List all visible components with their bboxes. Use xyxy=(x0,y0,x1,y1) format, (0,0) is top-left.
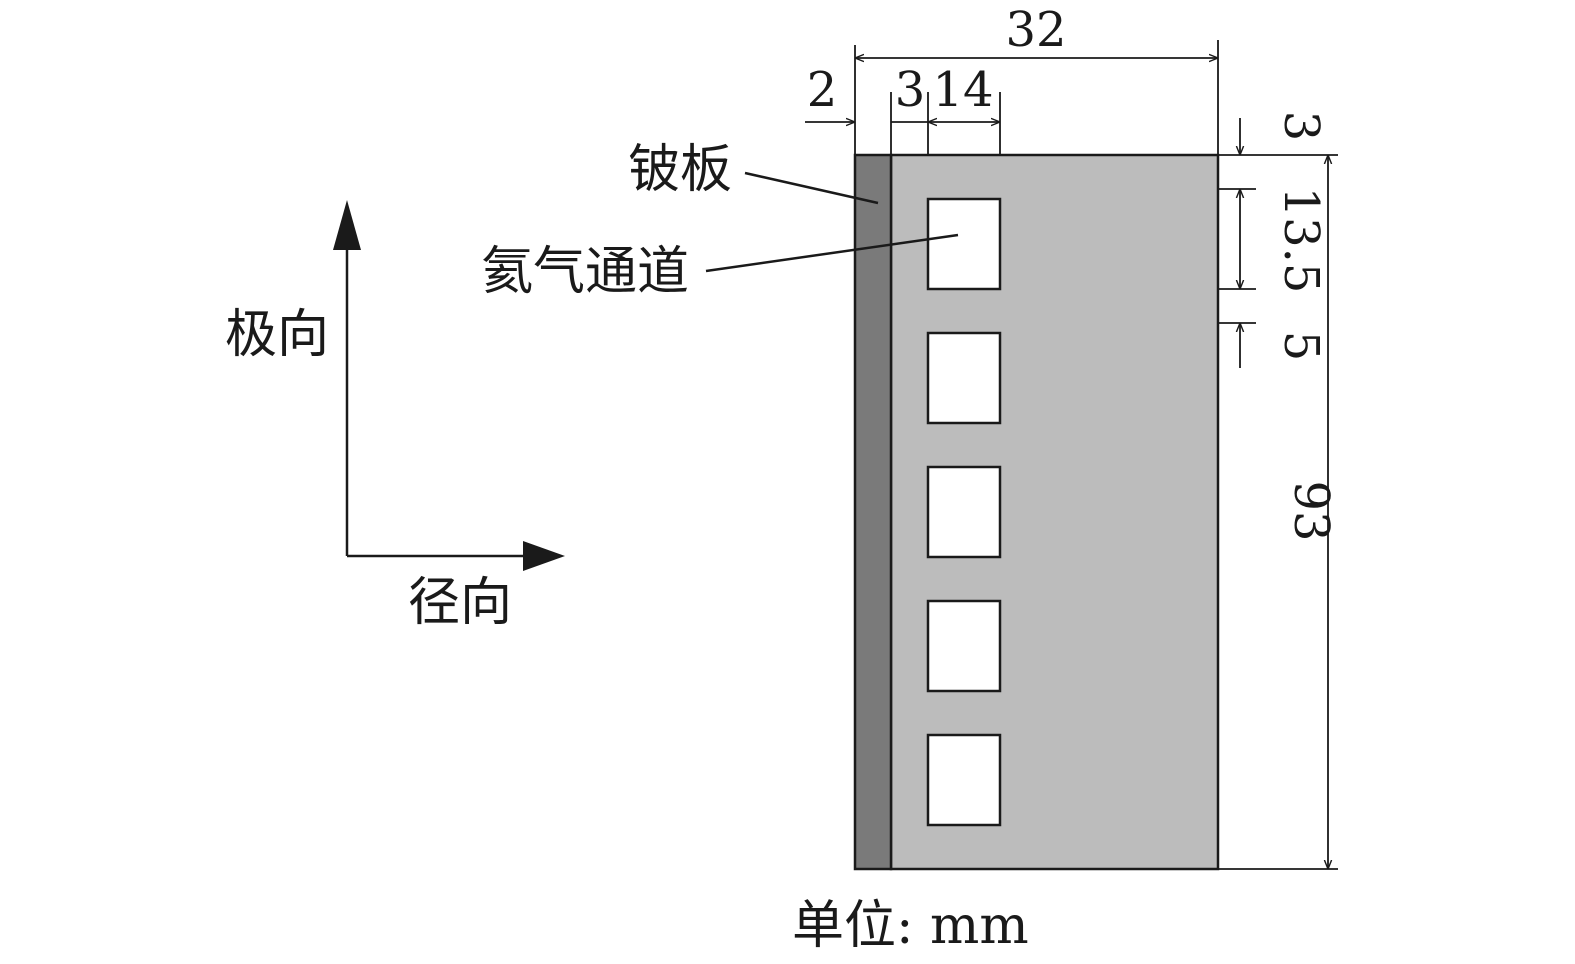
cross-section-block xyxy=(853,153,1220,871)
dim-top-gap: 3 xyxy=(1273,111,1329,142)
beryllium-plate xyxy=(853,153,893,871)
dim-total-width: 32 xyxy=(1005,2,1066,58)
right-dimensions: 3 13.5 5 93 xyxy=(1218,111,1339,870)
unit-label: 单位: mm xyxy=(792,896,1029,956)
horizontal-arrowhead-icon xyxy=(523,541,565,571)
beryllium-plate-label: 铍板 xyxy=(628,140,732,200)
helium-channel-label: 氦气通道 xyxy=(481,242,689,302)
direction-axes: 极向 径向 xyxy=(225,200,565,633)
vertical-arrowhead-icon xyxy=(333,200,361,250)
dim-beryllium-thickness: 2 xyxy=(807,62,838,118)
helium-channels xyxy=(926,197,1002,827)
callouts: 铍板 氦气通道 xyxy=(481,140,959,302)
dim-channel-spacing: 5 xyxy=(1273,331,1329,362)
helium-channel-5 xyxy=(926,733,1002,827)
helium-channel-1 xyxy=(926,197,1002,291)
top-dimensions: 32 2 3 14 xyxy=(805,2,1219,155)
helium-channel-2 xyxy=(926,331,1002,425)
dim-total-height: 93 xyxy=(1283,480,1339,541)
dim-channel-height: 13.5 xyxy=(1273,187,1329,294)
helium-channel-3 xyxy=(926,465,1002,559)
helium-channel-leader-line xyxy=(705,233,959,273)
vertical-axis-label: 极向 xyxy=(225,305,329,365)
dim-channel-width: 14 xyxy=(932,62,993,118)
helium-channel-4 xyxy=(926,599,1002,693)
dim-channel-offset: 3 xyxy=(895,62,926,118)
horizontal-axis-label: 径向 xyxy=(408,573,512,633)
beryllium-leader-line xyxy=(744,171,879,205)
